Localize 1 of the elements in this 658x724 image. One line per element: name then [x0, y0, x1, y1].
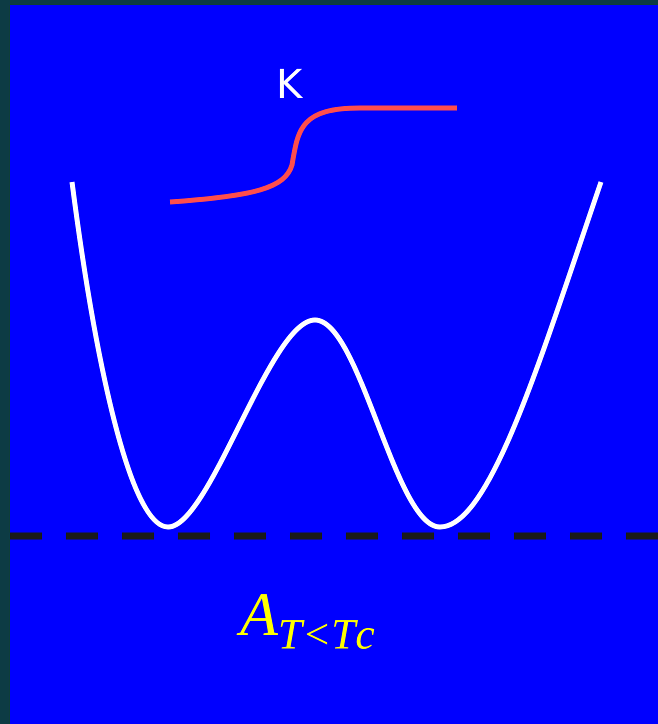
curve-label: K: [276, 62, 302, 108]
